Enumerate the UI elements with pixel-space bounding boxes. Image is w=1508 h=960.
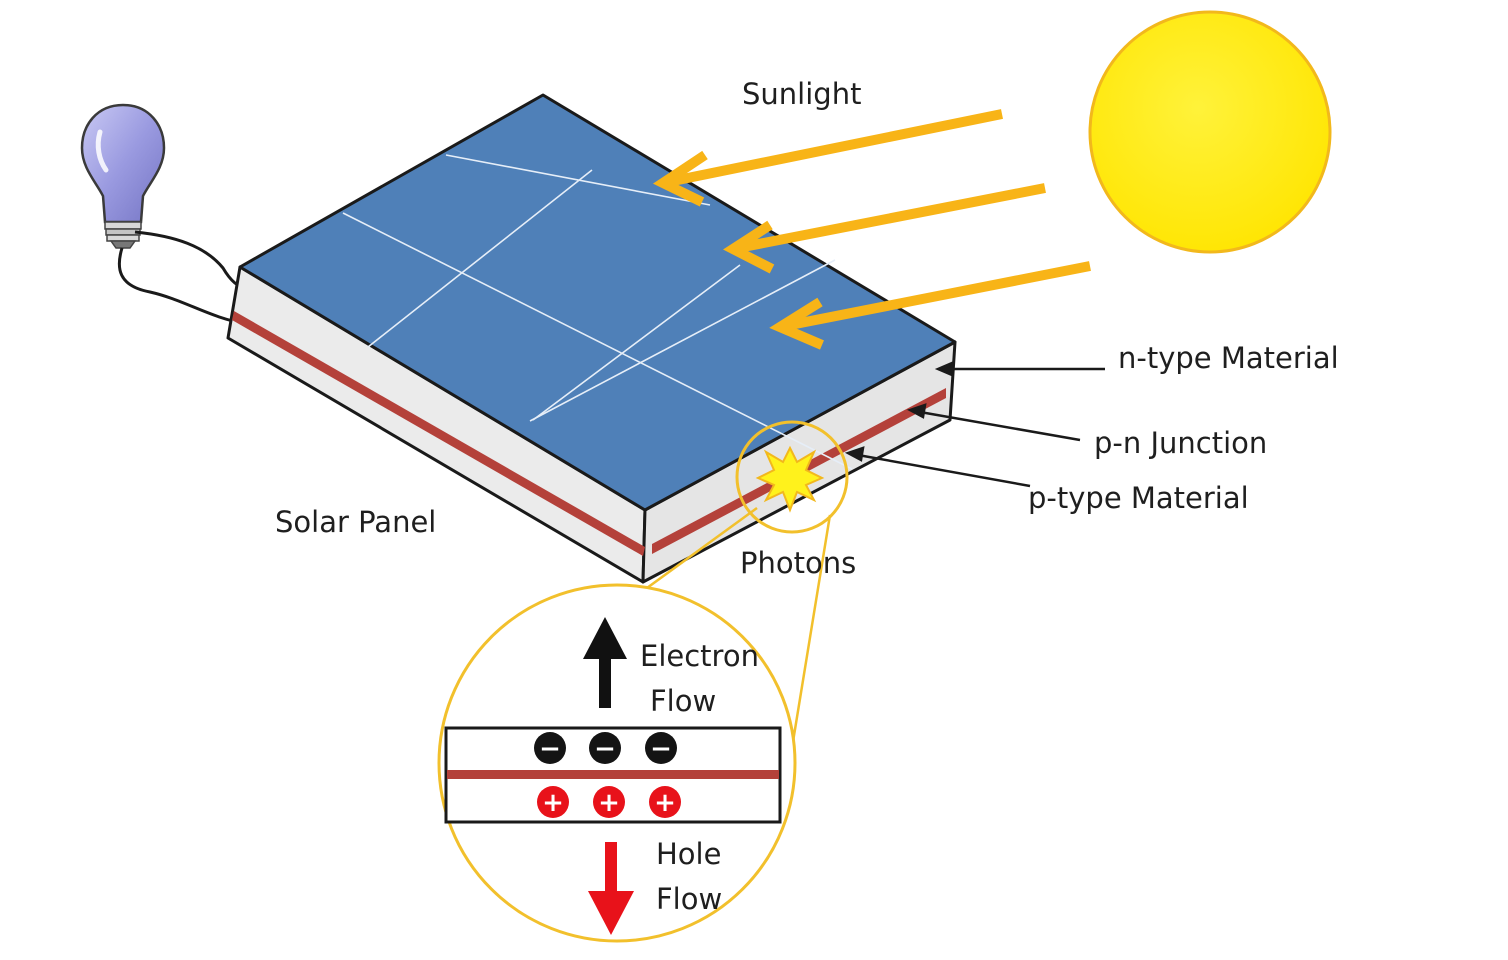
photon-burst-icon	[755, 445, 825, 513]
electron-particle: −	[589, 732, 621, 764]
electron-sign: −	[650, 734, 672, 764]
electron-flow-arrow-icon	[583, 617, 627, 708]
hole-sign: +	[598, 788, 620, 818]
hole-particle: +	[537, 786, 569, 818]
electron-particle: −	[534, 732, 566, 764]
leader-lines	[844, 361, 1105, 488]
hole-particle: +	[593, 786, 625, 818]
hole-sign: +	[542, 788, 564, 818]
electron-sign: −	[594, 734, 616, 764]
label-solar-panel: Solar Panel	[275, 505, 436, 539]
label-sunlight: Sunlight	[742, 77, 861, 111]
label-photons: Photons	[740, 546, 856, 580]
hole-sign: +	[654, 788, 676, 818]
label-hole-flow-line2: Flow	[656, 882, 722, 916]
label-pn-junction: p-n Junction	[1094, 426, 1267, 460]
label-p-type-material: p-type Material	[1028, 481, 1249, 515]
light-bulb-icon	[80, 103, 166, 249]
magnified-junction: − − − + + +	[437, 583, 797, 943]
sunlight-arrow-2	[723, 183, 1046, 274]
label-electron-flow-line1: Electron	[640, 639, 759, 673]
panel-top-face	[238, 93, 957, 512]
sunlight-arrow-1	[652, 109, 1003, 207]
sunlight-rays	[652, 109, 1091, 350]
label-n-type-material: n-type Material	[1118, 341, 1339, 375]
wires	[117, 230, 251, 326]
electron-sign: −	[539, 734, 561, 764]
hole-particle: +	[649, 786, 681, 818]
junction-stripe-left	[232, 311, 645, 556]
sun	[1088, 10, 1332, 254]
label-hole-flow-line1: Hole	[656, 837, 721, 871]
label-electron-flow-line2: Flow	[650, 684, 716, 718]
junction-focus-circle	[735, 420, 849, 534]
hole-flow-arrow-icon	[588, 842, 634, 935]
sunlight-arrow-3	[769, 261, 1091, 350]
electron-particle: −	[645, 732, 677, 764]
junction-line	[447, 770, 779, 779]
